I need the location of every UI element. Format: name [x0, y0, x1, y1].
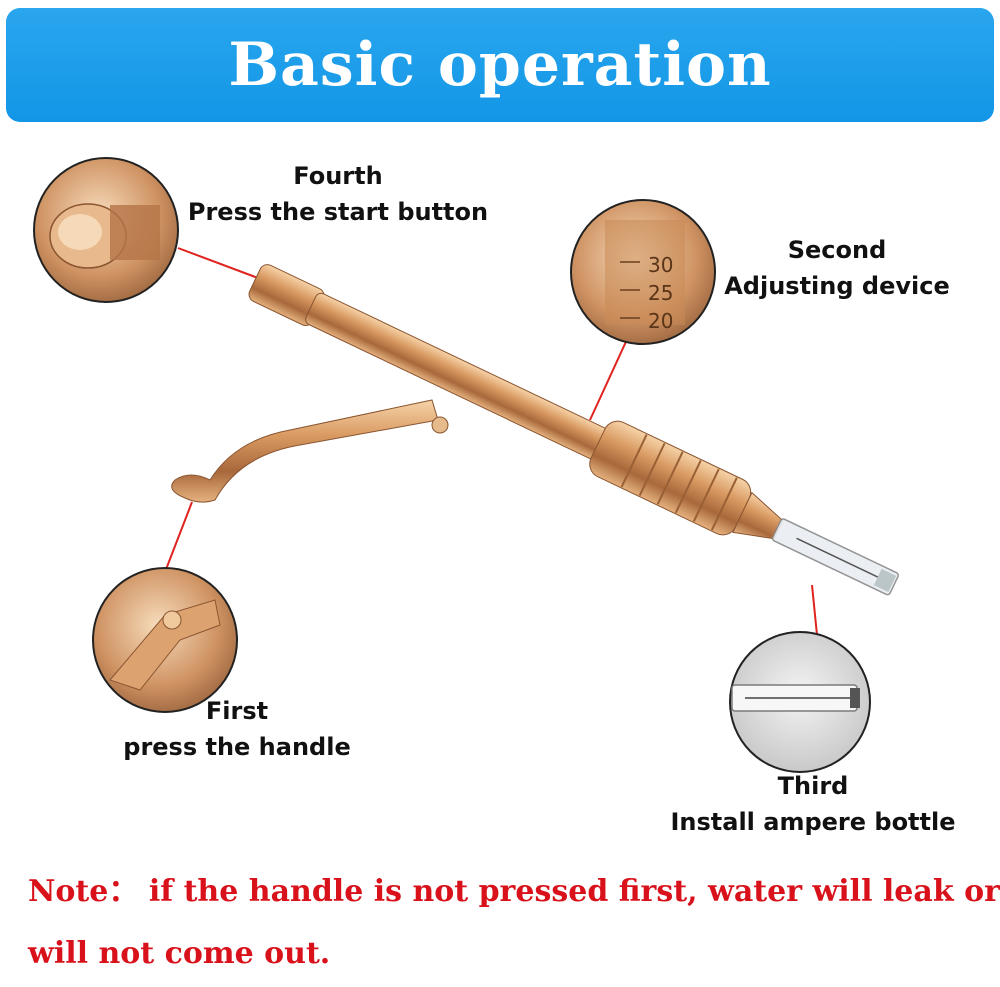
- injector-pen: [248, 264, 899, 596]
- title-banner: Basic operation: [6, 8, 994, 122]
- zoom-start-button: [33, 157, 179, 303]
- zoom-ampoule: [729, 631, 871, 773]
- warning-note-line-1: Note： if the handle is not pressed first…: [28, 874, 1000, 909]
- scale-mark-25: 25: [648, 281, 673, 305]
- step-third-desc: Install ampere bottle: [670, 808, 956, 836]
- step-fourth-desc: Press the start button: [187, 198, 489, 226]
- scale-mark-30: 30: [648, 253, 673, 277]
- step-fourth-label: Fourth Press the start button: [178, 158, 498, 230]
- step-second-label: Second Adjusting device: [712, 232, 962, 304]
- step-third-label: Third Install ampere bottle: [660, 768, 966, 840]
- step-fourth-title: Fourth: [293, 162, 383, 190]
- trigger-handle: [171, 399, 439, 503]
- step-first-desc: press the handle: [123, 733, 351, 761]
- step-second-title: Second: [787, 236, 887, 264]
- step-second-desc: Adjusting device: [724, 272, 950, 300]
- step-first-title: First: [205, 697, 269, 725]
- leader-line-fourth: [177, 247, 259, 279]
- warning-note-line-2: will not come out.: [28, 936, 331, 971]
- pivot-pin: [431, 416, 449, 434]
- zoom-adjusting-device: 30 25 20: [570, 199, 716, 345]
- step-first-label: First press the handle: [112, 693, 362, 765]
- zoom-handle: [92, 567, 238, 713]
- page-title: Basic operation: [228, 30, 772, 100]
- step-third-title: Third: [777, 772, 849, 800]
- scale-mark-20: 20: [648, 309, 673, 333]
